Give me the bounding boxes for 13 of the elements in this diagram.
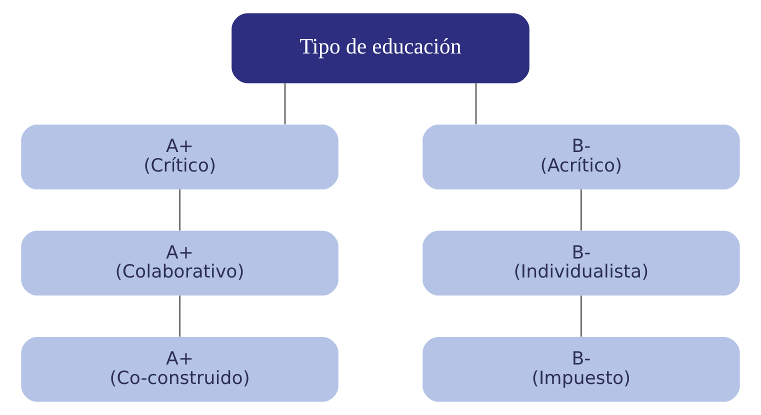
node-box: B- (Acrítico) [422, 124, 740, 190]
node-box: A+ (Colaborativo) [21, 230, 338, 296]
node-box: A+ (Co-construido) [21, 336, 338, 402]
node-box: B- (Impuesto) [422, 336, 740, 402]
node-box: Tipo de educación [232, 13, 530, 84]
node-box: B- (Individualista) [422, 230, 740, 296]
connector [179, 296, 181, 337]
connector [475, 83, 477, 124]
connector [284, 83, 286, 124]
connector [580, 189, 582, 231]
connector [580, 296, 582, 337]
connector [179, 189, 181, 231]
node-box: A+ (Crítico) [21, 124, 338, 190]
